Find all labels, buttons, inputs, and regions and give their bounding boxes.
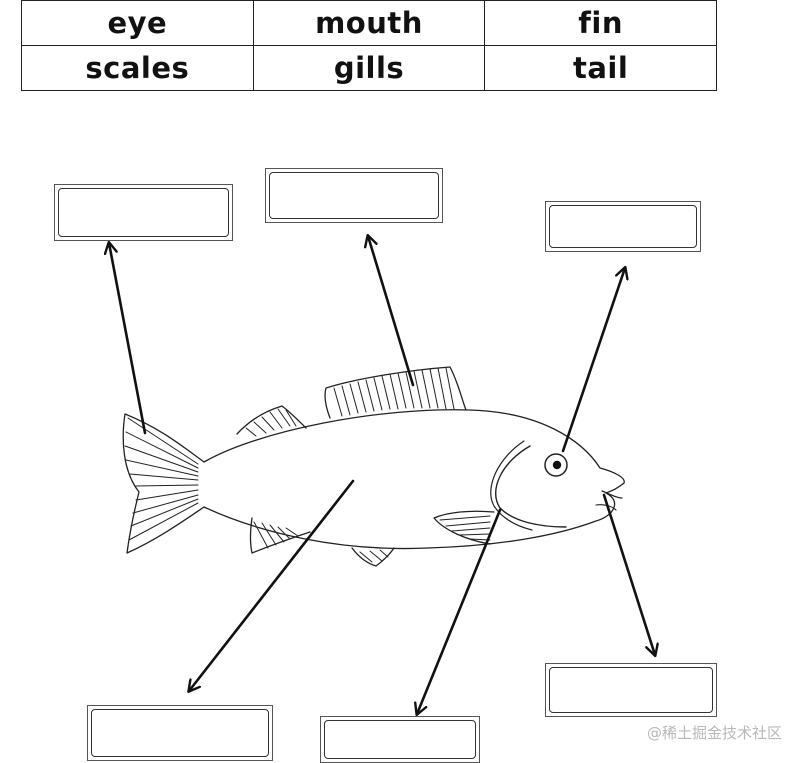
word-bank-row: eye mouth fin [21,0,717,46]
fish-body [203,409,625,550]
label-box-top-right[interactable] [545,201,701,252]
word-bank-row: scales gills tail [21,45,717,91]
label-box-top-center[interactable] [265,168,443,223]
label-box-bottom-center[interactable] [320,716,480,763]
word-gills: gills [252,45,486,91]
label-box-bottom-right[interactable] [545,663,717,717]
pelvic-fin [351,547,395,567]
fish-mouth [601,490,623,499]
arrow-gills [417,508,502,714]
arrow-scales [189,479,355,691]
word-bank-table: eye mouth fin scales gills tail [21,0,717,91]
word-eye: eye [21,0,254,46]
fish-drawing [122,366,625,567]
watermark: @稀土掘金技术社区 [646,724,782,742]
label-box-bottom-left[interactable] [87,705,273,761]
label-box-top-left[interactable] [54,184,233,241]
word-scales: scales [21,45,254,91]
tail-fin [122,413,205,554]
arrow-mouth [602,493,655,655]
tail-fin-rays [124,417,199,541]
label-arrows [109,236,655,714]
second-dorsal-fin [236,405,307,435]
arrow-eye [561,268,625,453]
word-fin: fin [484,0,717,46]
gill-cover [495,445,567,528]
dorsal-fin [324,366,467,419]
word-mouth: mouth [252,0,486,46]
arrow-tail [109,243,147,435]
fish-eye [544,453,568,477]
anal-fin [249,517,311,554]
word-tail: tail [484,45,717,91]
arrow-fin [368,236,415,387]
dorsal-fin-rays [333,367,455,417]
